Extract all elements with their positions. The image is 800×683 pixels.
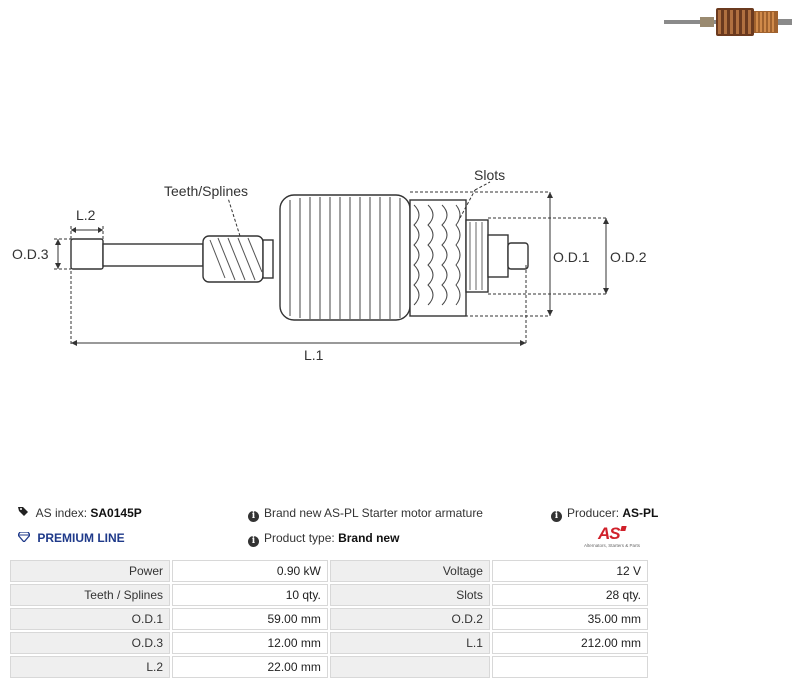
spec-value: 0.90 kW <box>172 560 328 582</box>
spec-value: 12.00 mm <box>172 632 328 654</box>
info-icon: i <box>248 511 259 522</box>
spec-value: 12 V <box>491 560 648 582</box>
spec-value: 59.00 mm <box>172 608 328 630</box>
od2-label: O.D.2 <box>610 249 647 265</box>
logo-mark: AS <box>598 524 621 543</box>
as-index: AS index: SA0145P <box>18 506 142 520</box>
info-icon: i <box>551 511 562 522</box>
slots-label: Slots <box>474 167 506 183</box>
od3-label: O.D.3 <box>12 246 49 262</box>
l2-label: L.2 <box>76 207 96 223</box>
product-thumbnail[interactable] <box>660 2 800 42</box>
description-text: Brand new AS-PL Starter motor armature <box>264 506 483 520</box>
spec-label: O.D.3 <box>10 632 171 654</box>
diamond-icon <box>17 531 31 545</box>
spec-label <box>329 656 490 678</box>
l1-label: L.1 <box>304 347 324 363</box>
spec-label: L.1 <box>329 632 490 654</box>
spec-value: 35.00 mm <box>491 608 648 630</box>
spec-label: Voltage <box>329 560 490 582</box>
tags-icon <box>18 506 29 520</box>
spec-label: Slots <box>329 584 490 606</box>
od1-label: O.D.1 <box>553 249 590 265</box>
spec-value: 28 qty. <box>491 584 648 606</box>
logo-tagline: Alternators, Starters & Parts <box>584 543 641 548</box>
producer-label: Producer: <box>567 506 620 520</box>
spec-label: Teeth / Splines <box>10 584 171 606</box>
as-index-label: AS index: <box>35 506 88 520</box>
premium-line-badge: PREMIUM LINE <box>17 531 125 545</box>
spec-label: L.2 <box>10 656 171 678</box>
spec-label: O.D.1 <box>10 608 171 630</box>
spec-value: 10 qty. <box>172 584 328 606</box>
description: i Brand new AS-PL Starter motor armature <box>248 506 483 522</box>
as-index-value: SA0145P <box>90 506 142 520</box>
spec-value: 22.00 mm <box>172 656 328 678</box>
spec-value <box>491 656 648 678</box>
as-pl-logo: AS Alternators, Starters & Parts <box>584 524 652 552</box>
product-type-label: Product type: <box>264 531 335 545</box>
product-type-value: Brand new <box>338 531 400 545</box>
product-type: i Product type: Brand new <box>248 531 399 547</box>
producer: i Producer: AS-PL <box>551 506 658 522</box>
spec-label: O.D.2 <box>329 608 490 630</box>
info-icon: i <box>248 536 259 547</box>
teeth-splines-label: Teeth/Splines <box>164 183 249 199</box>
producer-value: AS-PL <box>622 506 659 520</box>
armature-technical-drawing <box>54 181 609 346</box>
premium-line-label: PREMIUM LINE <box>37 531 125 545</box>
spec-value: 212.00 mm <box>491 632 648 654</box>
spec-label: Power <box>10 560 171 582</box>
